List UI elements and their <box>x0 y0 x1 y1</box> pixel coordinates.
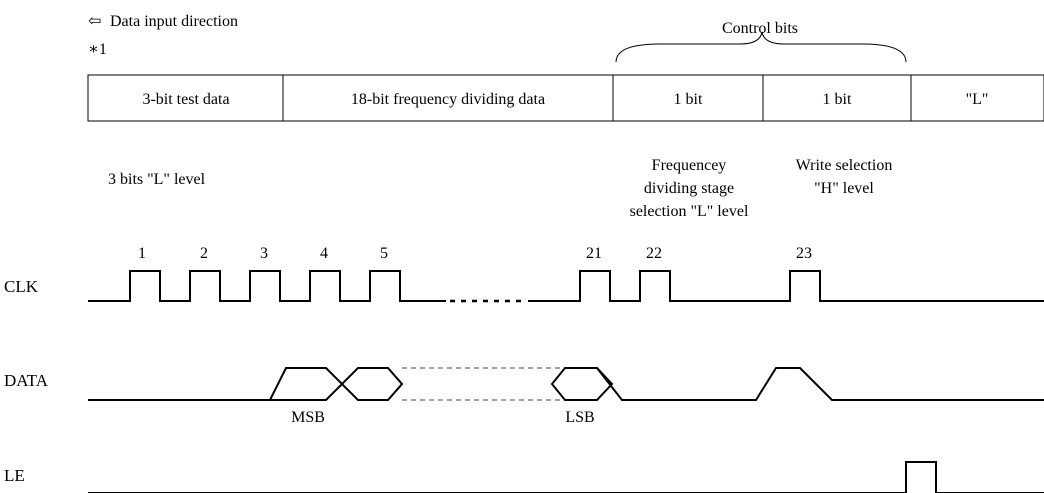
direction-arrow-icon: ⇦ <box>88 13 101 30</box>
register-frame <box>87 74 1044 122</box>
write-select-note-line2: "H" level <box>814 180 874 197</box>
clk-pulse-number: 21 <box>586 245 602 262</box>
control-bits-brace <box>615 31 907 63</box>
divider-select-note-line3: selection "L" level <box>630 203 749 220</box>
clk-pulse-number: 5 <box>380 245 388 262</box>
clk-pulse-number: 23 <box>796 245 812 262</box>
field-frequency-dividing-data: 18-bit frequency dividing data <box>351 91 545 108</box>
clk-pulse-number: 22 <box>646 245 662 262</box>
write-select-note-line1: Write selection <box>796 157 893 174</box>
clk-pulse-number: 4 <box>320 245 328 262</box>
le-trace <box>88 461 1044 493</box>
clk-pulse-number: 3 <box>260 245 268 262</box>
data-lsb-bit <box>550 367 614 401</box>
clk-pulse-number: 2 <box>200 245 208 262</box>
field-test-data: 3-bit test data <box>142 91 229 108</box>
field-l: "L" <box>966 91 989 108</box>
data-input-direction-label: Data input direction <box>110 13 238 30</box>
field-control-bit-2: 1 bit <box>823 91 852 108</box>
le-waveform <box>88 461 1044 493</box>
divider-select-note-line2: dividing stage <box>644 180 734 197</box>
le-label: LE <box>4 466 25 485</box>
data-msb-bits <box>88 367 404 401</box>
clk-waveform: 1 2 3 4 5 21 22 23 <box>88 245 1044 303</box>
note-mark: ∗1 <box>88 41 107 58</box>
test-data-level-note: 3 bits "L" level <box>108 171 206 188</box>
clk-pulse-number: 1 <box>138 245 146 262</box>
clk-label: CLK <box>4 277 39 296</box>
field-control-bit-1: 1 bit <box>674 91 703 108</box>
control-bits-label: Control bits <box>722 20 798 37</box>
clk-trace <box>528 270 1044 302</box>
clk-trace <box>88 270 446 302</box>
data-waveform: MSB LSB <box>88 367 1044 426</box>
data-label: DATA <box>4 371 49 390</box>
lsb-label: LSB <box>565 409 594 426</box>
data-trace <box>596 367 1044 401</box>
register-fields: 3-bit test data 18-bit frequency dividin… <box>87 74 1044 122</box>
divider-select-note-line1: Frequencey <box>652 157 727 174</box>
msb-label: MSB <box>291 409 325 426</box>
